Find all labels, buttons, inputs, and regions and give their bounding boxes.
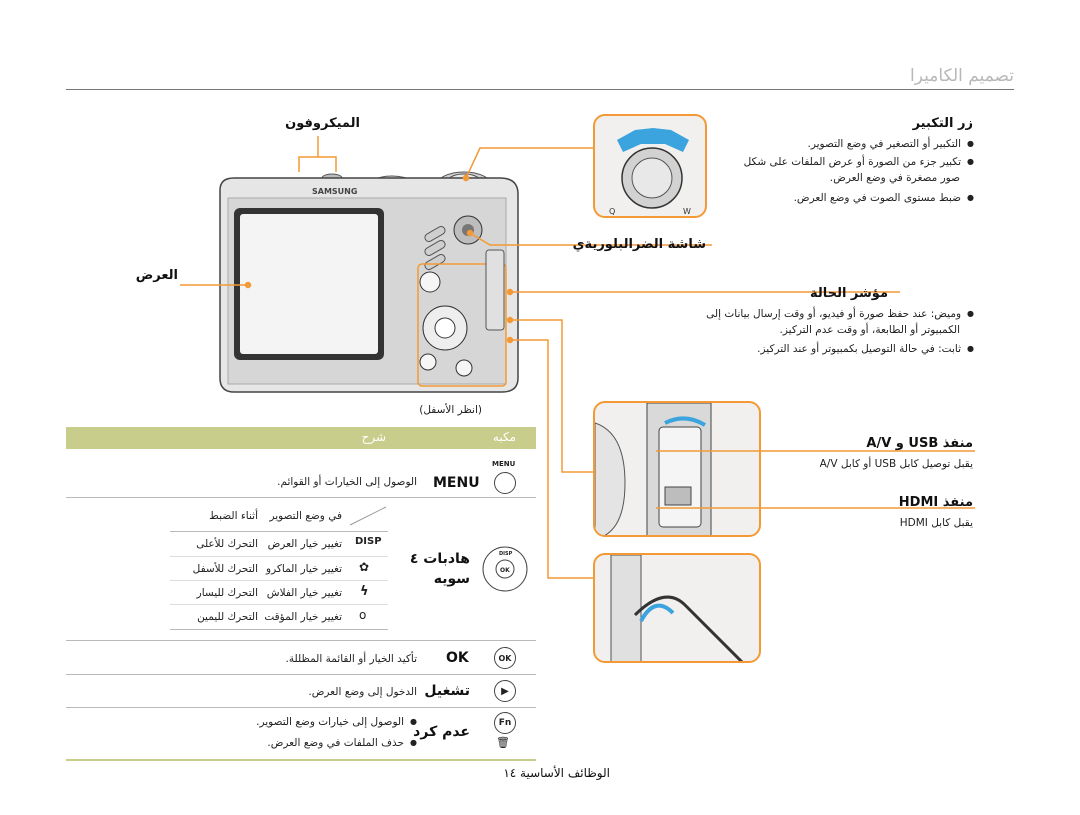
- menu-button-caption: MENU: [492, 460, 516, 468]
- playback-button-desc: الدخول إلى وضع العرض.: [308, 686, 417, 698]
- status-lamp-note-2: الكمبيوتر أو الطابعة، أو وقت عدم التركيز…: [779, 324, 960, 336]
- see-below-note: (انظر الأسفل): [419, 404, 482, 416]
- microphone-label: الميكروفون: [285, 116, 360, 131]
- svg-text:DISP: DISP: [499, 551, 513, 557]
- fn-button-desc-1: الوصول إلى خيارات وضع التصوير.: [256, 716, 417, 728]
- table-header: مكبه شرح: [66, 427, 536, 449]
- zoom-note-1: التكبير أو التصغير في وضع التصوير.: [807, 135, 974, 153]
- trash-icon: 🗑: [496, 736, 510, 749]
- flash-icon: ϟ: [360, 584, 369, 599]
- svg-text:Q: Q: [609, 207, 615, 216]
- navigation-button-icon: OK DISP: [482, 546, 528, 592]
- disp-icon: DISP: [355, 536, 382, 547]
- menu-button-desc: الوصول إلى الخيارات أو القوائم.: [277, 476, 417, 488]
- header-divider: [66, 89, 1014, 90]
- timer-shooting-desc: تغيير خيار المؤقت: [264, 611, 342, 623]
- flash-shooting-desc: تغيير خيار الفلاش: [266, 587, 342, 599]
- table-header-button: مكبه: [492, 430, 516, 444]
- hdmi-port-title: منفذ HDMI: [898, 495, 973, 510]
- usb-port-desc: يقبل توصيل كابل USB أو كابل A/V: [819, 458, 973, 470]
- page-footer: الوظائف الأساسية ١٤: [503, 766, 610, 780]
- flash-setting-desc: التحرك لليسار: [196, 587, 258, 599]
- zoom-note-3: صور مصغرة في وضع العرض.: [829, 172, 960, 184]
- disp-setting-desc: التحرك للأعلى: [196, 538, 258, 550]
- port-detail: [593, 401, 761, 537]
- table-header-description: شرح: [361, 430, 386, 444]
- footer-divider: [66, 759, 536, 761]
- fn-button-icon: Fn: [494, 712, 516, 734]
- status-lamp-note-3: ثابت: في حالة التوصيل بكمبيوتر أو عند ال…: [757, 340, 974, 358]
- hdmi-port-desc: يقبل كابل HDMI: [899, 517, 973, 529]
- subtable-header-shooting: في وضع التصوير: [269, 510, 342, 522]
- zoom-lever-detail: Q W: [593, 114, 707, 218]
- zoom-title: زر التكبير: [912, 116, 973, 131]
- brand-logo: SAMSUNG: [312, 187, 357, 196]
- playback-button-icon: ▶: [494, 680, 516, 702]
- page-title: تصميم الكاميرا: [910, 66, 1014, 86]
- display-label: العرض: [135, 268, 178, 283]
- timer-setting-desc: التحرك لليمين: [197, 611, 258, 623]
- menu-button-label: MENU: [433, 475, 480, 491]
- macro-shooting-desc: تغيير خيار الماكرو: [266, 563, 342, 575]
- svg-text:W: W: [683, 207, 691, 216]
- macro-icon: ✿: [359, 560, 370, 574]
- usb-port-title: منفذ USB و A/V: [866, 436, 973, 451]
- menu-button-icon: [494, 472, 516, 494]
- ok-button-desc: تأكيد الخيار أو القائمة المظللة.: [285, 653, 417, 665]
- status-lamp-note-1: وميض: عند حفظ صورة أو فيديو، أو وقت إرسا…: [706, 305, 974, 323]
- zoom-note-2: تكبير جزء من الصورة أو عرض الملفات على ش…: [744, 153, 974, 171]
- af-lamp-label: شاشة الضرالبلوريةي: [572, 237, 706, 252]
- ok-button-label: OK: [446, 650, 469, 666]
- ok-button-icon: OK: [494, 647, 516, 669]
- subtable-corner-slash: [349, 506, 387, 526]
- navigation-button-label: هادبات ٤ سويه: [409, 551, 470, 587]
- disp-shooting-desc: تغيير خيار العرض: [267, 538, 342, 550]
- subtable-header-setting: أثناء الضبط: [209, 510, 258, 522]
- playback-button-label: تشغيل: [424, 683, 470, 699]
- strap-detail: [593, 553, 761, 663]
- timer-icon: ᴏ: [359, 608, 367, 622]
- macro-setting-desc: التحرك للأسفل: [192, 563, 258, 575]
- status-lamp-title: مؤشر الحالة: [810, 286, 888, 301]
- zoom-note-4: ضبط مستوى الصوت في وضع العرض.: [794, 189, 974, 207]
- fn-button-label: عدم كرد: [413, 724, 470, 740]
- camera-back-illustration: SAMSUNG: [219, 171, 519, 393]
- svg-text:OK: OK: [500, 567, 510, 574]
- fn-button-desc-2: حذف الملفات في وضع العرض.: [267, 737, 417, 749]
